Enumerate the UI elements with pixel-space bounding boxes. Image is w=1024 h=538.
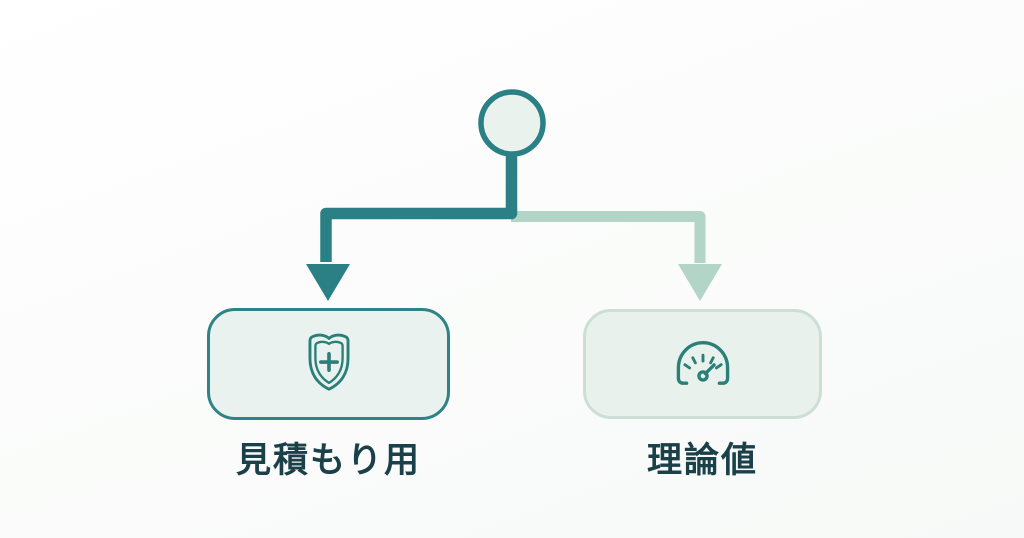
branch-label-estimation: 見積もり用	[235, 441, 421, 480]
branch-label-theoretical: 理論値	[646, 441, 758, 480]
branch-line-primary	[306, 150, 518, 301]
gauge-icon	[672, 335, 734, 394]
shield-plus-icon	[300, 329, 358, 400]
branch-line-secondary	[511, 211, 722, 301]
branch-box-estimation	[207, 308, 450, 420]
arrowhead-primary	[306, 264, 350, 301]
branch-box-theoretical	[583, 309, 822, 419]
root-circle-node	[478, 89, 546, 157]
arrowhead-secondary	[678, 264, 722, 301]
